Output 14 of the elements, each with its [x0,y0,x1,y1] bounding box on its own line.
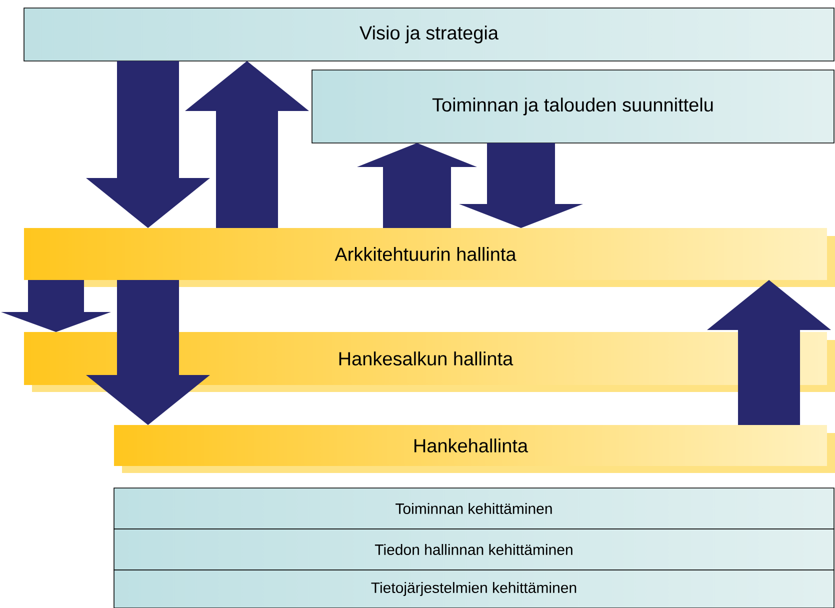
block-arrow [86,61,210,228]
process-box: Tietojärjestelmien kehittäminen [114,570,834,608]
level-band: Arkkitehtuurin hallinta [24,228,835,287]
block-arrow [357,143,477,228]
process-box: Tiedon hallinnan kehittäminen [114,528,834,570]
block-arrow [459,143,583,228]
process-box: Toiminnan kehittäminen [114,488,834,530]
block-arrow [86,280,210,425]
level-band: Hankehallinta [114,425,835,473]
block-arrow [1,280,111,332]
process-box: Visio ja strategia [24,8,834,62]
process-box: Toiminnan ja talouden suunnittelu [312,70,834,144]
block-arrow [185,61,309,228]
block-arrow [707,280,831,425]
